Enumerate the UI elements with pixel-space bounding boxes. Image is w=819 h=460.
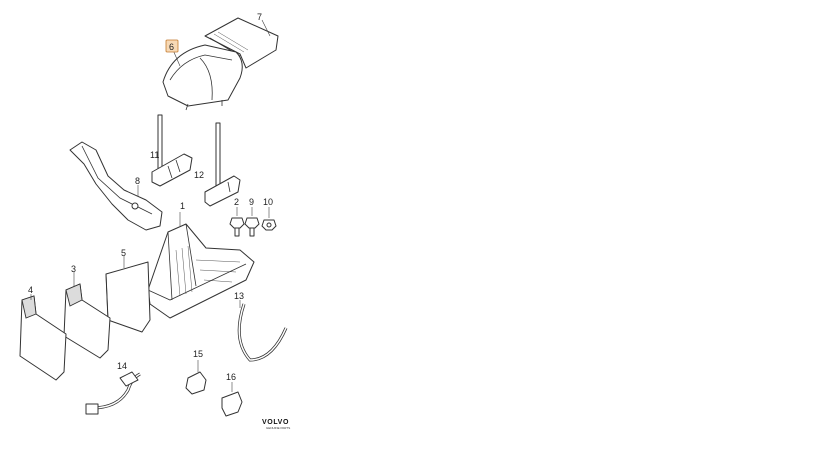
callout-8: 8 [135, 176, 140, 186]
callout-12: 12 [194, 170, 204, 180]
part-3-insulation-panel [63, 272, 111, 359]
callout-16: 16 [226, 372, 236, 382]
callout-6-highlight [165, 39, 179, 53]
callout-9: 9 [249, 197, 254, 207]
volvo-logo-text: VOLVO [262, 419, 289, 426]
callout-7: 7 [257, 12, 262, 22]
callout-2: 2 [234, 197, 239, 207]
part-4-insulation-panel [19, 294, 67, 381]
callout-10: 10 [263, 197, 273, 207]
part-5-side-panel [105, 256, 151, 333]
volvo-logo-subtext: GENUINE PARTS [266, 426, 290, 430]
callout-6: 6 [169, 42, 174, 52]
part-8-mounting-bracket [69, 141, 163, 231]
callout-4: 4 [28, 285, 33, 295]
part-6-battery-cover [162, 44, 243, 111]
callout-15: 15 [193, 349, 203, 359]
callout-1: 1 [180, 201, 185, 211]
part-16-connector [221, 382, 243, 417]
part-13-vent-hose [237, 300, 288, 362]
part-14-vent-hose [85, 371, 141, 415]
part-1-battery-tray [147, 212, 255, 319]
part-9-bolt [244, 207, 260, 237]
callout-14: 14 [117, 361, 127, 371]
callout-3: 3 [71, 264, 76, 274]
part-2-bolt [229, 207, 245, 237]
callout-5: 5 [121, 248, 126, 258]
callout-11: 11 [150, 150, 159, 160]
part-10-nut [261, 207, 277, 231]
callout-13: 13 [234, 291, 244, 301]
part-15-connector [185, 360, 207, 395]
part-12-hold-down-rod [204, 122, 241, 207]
part-11-hold-down-rod [151, 114, 193, 187]
